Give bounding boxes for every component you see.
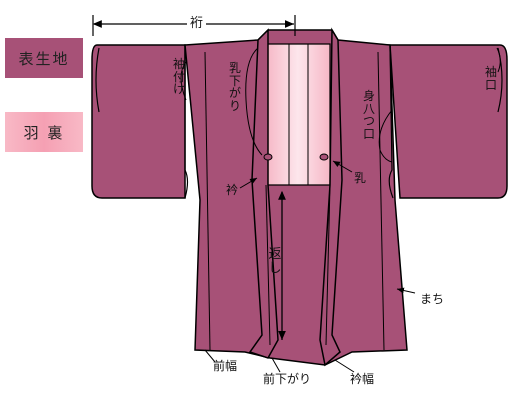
label-sodeguchi: 袖口: [484, 65, 497, 92]
chi-right: [319, 153, 329, 161]
right-collar: [319, 27, 343, 367]
left-front-line: [204, 51, 211, 351]
lining-panel: [265, 43, 331, 186]
chi-left: [263, 153, 273, 161]
left-sleeve-seam: [184, 45, 189, 199]
label-eri: 衿: [226, 183, 239, 197]
maesagari-leader: [271, 357, 281, 373]
erihaba-leader: [334, 359, 355, 373]
legend-outer-fabric: 表生地: [5, 38, 83, 78]
eri-leader: [239, 177, 258, 189]
chisagari-leader: [245, 47, 263, 156]
label-sodetsuke: 袖付け: [172, 57, 185, 97]
machi-leader: [396, 287, 416, 294]
legend-outer-fabric-label: 表生地: [18, 49, 70, 68]
label-chi: 乳: [354, 171, 367, 185]
left-collar: [248, 28, 279, 359]
label-miyatsukuchi: 身八つ口: [362, 89, 375, 141]
right-collar-fold: [325, 184, 331, 346]
label-maesagari: 前下がり: [263, 372, 312, 386]
garment-body: [184, 29, 408, 366]
right-sleeve-seam: [388, 44, 394, 199]
left-collar-fold: [265, 184, 271, 346]
left-sleeve: [91, 44, 186, 199]
right-front-line: [377, 51, 385, 351]
legend-lining-label: 羽 裏: [23, 123, 65, 142]
label-machi: まち: [420, 292, 445, 306]
maehaba-leader: [204, 349, 216, 363]
label-kaeshi: 返し: [268, 247, 282, 276]
miyatsukuchi-leader: [378, 109, 393, 163]
sodetsuke-leader: [180, 61, 187, 101]
chi-leader: [332, 160, 353, 173]
label-chisagari: 乳下がり: [228, 61, 241, 113]
left-sleeve-cuff-line: [95, 47, 100, 113]
label-yuki: 裄: [187, 17, 207, 30]
sodeguchi-leader: [496, 47, 501, 73]
legend-lining: 羽 裏: [5, 112, 83, 152]
label-maehaba: 前幅: [213, 359, 238, 373]
label-erihaba: 衿幅: [350, 372, 375, 386]
right-sleeve: [330, 44, 508, 199]
